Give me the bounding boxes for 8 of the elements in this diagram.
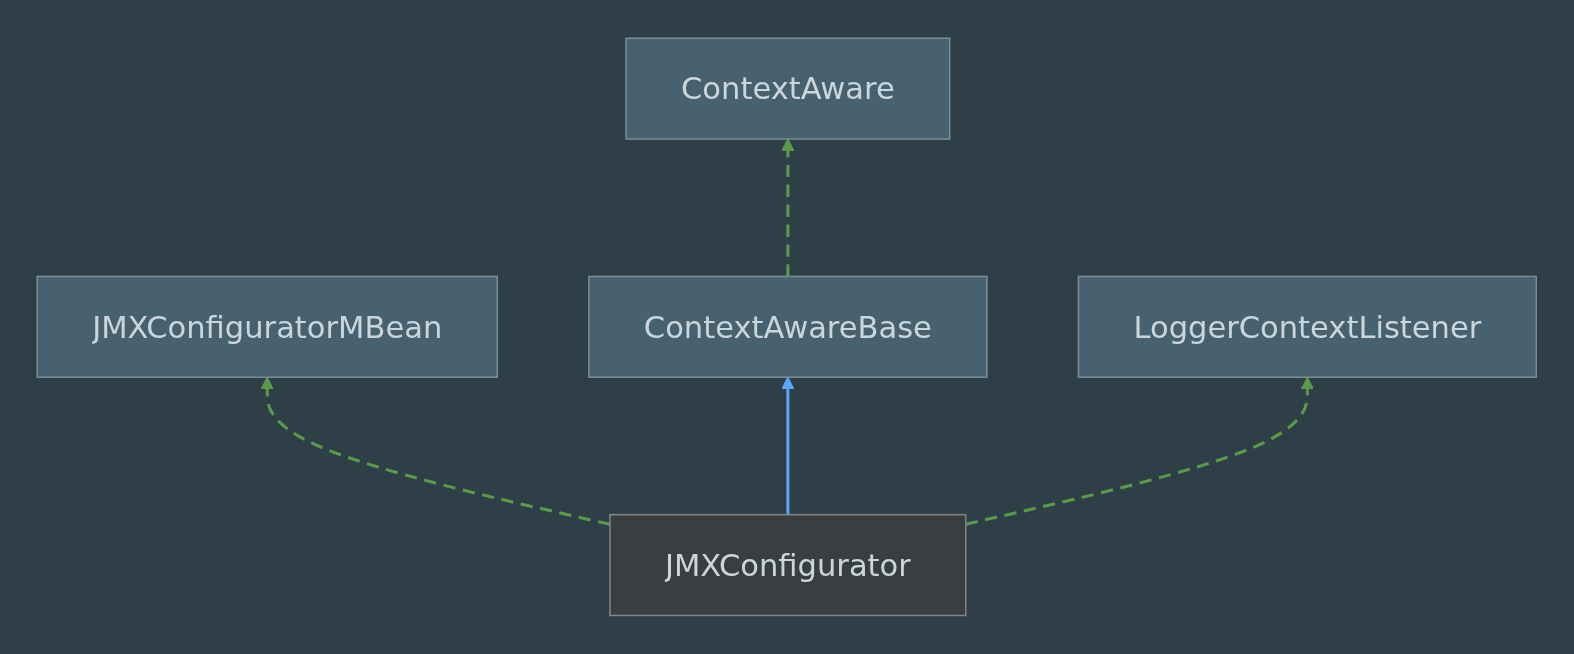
node-box: JMXConfigurator [609,514,967,617]
arrow [260,376,611,526]
node-box: LoggerContextListener [1078,275,1538,379]
node-box: ContextAware [625,37,951,140]
node-box: ContextAwareBase [588,275,988,379]
node-box: JMXConfiguratorMBean [36,275,499,379]
arrow [781,376,795,515]
arrow [781,138,795,277]
